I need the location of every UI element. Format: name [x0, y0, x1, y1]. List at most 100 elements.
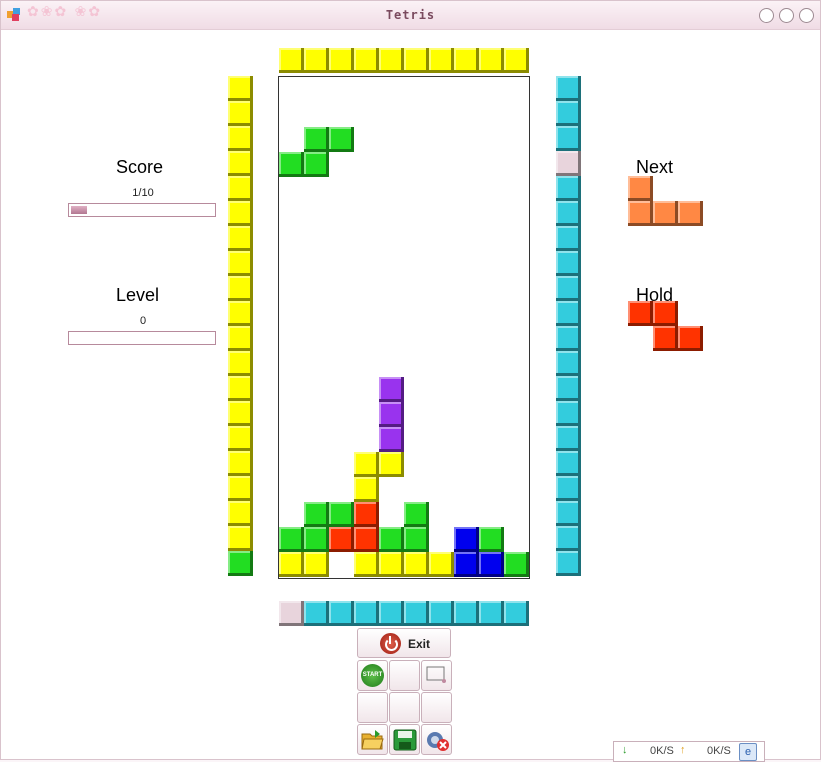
next-piece-block — [628, 176, 653, 201]
next-piece-block — [653, 201, 678, 226]
board-block — [454, 552, 479, 577]
board-block — [279, 527, 304, 552]
frame-block-right — [556, 76, 581, 101]
frame-block-left — [228, 76, 253, 101]
app-icon — [7, 8, 20, 21]
frame-block-right — [556, 201, 581, 226]
network-status-bar: ↓ 0K/S ↑ 0K/S e — [613, 741, 765, 762]
board-block — [379, 452, 404, 477]
browser-icon[interactable]: e — [739, 743, 757, 761]
start-icon: START — [361, 664, 384, 687]
frame-block-right — [556, 351, 581, 376]
empty-slot-button[interactable] — [389, 692, 420, 723]
frame-block-right — [556, 501, 581, 526]
frame-block-left — [228, 401, 253, 426]
minimize-button[interactable] — [759, 8, 774, 23]
title-bar[interactable]: ✿❀✿ ❀✿ Tetris — [1, 1, 820, 30]
hold-piece-block — [653, 326, 678, 351]
board-block — [304, 527, 329, 552]
board-block — [454, 527, 479, 552]
power-icon — [380, 633, 401, 654]
frame-block-top — [429, 48, 454, 73]
frame-block-left — [228, 226, 253, 251]
hold-label: Hold — [636, 285, 674, 305]
board-block — [479, 527, 504, 552]
frame-block-left — [228, 251, 253, 276]
frame-block-bottom — [279, 601, 304, 626]
board-block — [354, 477, 379, 502]
frame-block-left — [228, 101, 253, 126]
score-label: Score — [116, 157, 164, 177]
board-block — [329, 127, 354, 152]
frame-block-top — [329, 48, 354, 73]
frame-block-right — [556, 551, 581, 576]
frame-block-right — [556, 151, 581, 176]
frame-block-left — [228, 151, 253, 176]
frame-block-right — [556, 476, 581, 501]
frame-block-top — [354, 48, 379, 73]
frame-block-bottom — [429, 601, 454, 626]
frame-block-top — [404, 48, 429, 73]
score-progress-bar — [68, 203, 216, 217]
board-block — [304, 502, 329, 527]
window-title: Tetris — [385, 8, 436, 22]
level-label: Level — [116, 285, 160, 305]
frame-block-right — [556, 376, 581, 401]
frame-block-left — [228, 176, 253, 201]
save-button[interactable] — [389, 724, 420, 755]
board-block — [304, 152, 329, 177]
board-block — [304, 552, 329, 577]
open-button[interactable] — [357, 724, 388, 755]
board-block — [354, 552, 379, 577]
empty-slot-button[interactable] — [389, 660, 420, 691]
frame-block-bottom — [379, 601, 404, 626]
frame-block-right — [556, 226, 581, 251]
board-block — [379, 427, 404, 452]
frame-block-left — [228, 301, 253, 326]
board-block — [329, 527, 354, 552]
frame-block-left — [228, 476, 253, 501]
frame-block-left — [228, 201, 253, 226]
frame-block-bottom — [454, 601, 479, 626]
frame-block-left — [228, 551, 253, 576]
folder-icon — [361, 730, 384, 750]
close-button[interactable] — [799, 8, 814, 23]
disconnect-button[interactable] — [421, 724, 452, 755]
frame-block-right — [556, 451, 581, 476]
empty-slot-button[interactable] — [357, 692, 388, 723]
frame-block-left — [228, 276, 253, 301]
board-block — [354, 527, 379, 552]
frame-block-right — [556, 126, 581, 151]
frame-block-bottom — [354, 601, 379, 626]
next-label: Next — [636, 157, 674, 177]
frame-block-left — [228, 376, 253, 401]
score-progress-fill — [71, 206, 87, 214]
frame-block-left — [228, 126, 253, 151]
board-block — [504, 552, 529, 577]
frame-block-right — [556, 526, 581, 551]
hold-piece-block — [653, 301, 678, 326]
frame-block-left — [228, 351, 253, 376]
upload-arrow-icon: ↑ — [680, 744, 686, 756]
board-block — [354, 452, 379, 477]
board-block — [479, 552, 504, 577]
start-button[interactable]: START — [357, 660, 388, 691]
frame-block-top — [379, 48, 404, 73]
board-block — [304, 127, 329, 152]
frame-block-bottom — [329, 601, 354, 626]
selection-icon — [426, 666, 446, 683]
frame-block-left — [228, 501, 253, 526]
score-value: 1/10 — [132, 187, 154, 199]
exit-label: Exit — [408, 637, 431, 651]
game-board[interactable] — [278, 76, 530, 579]
sakura-decoration-icon: ✿❀✿ ❀✿ — [27, 4, 103, 20]
board-block — [279, 552, 304, 577]
maximize-button[interactable] — [779, 8, 794, 23]
screenshot-button[interactable] — [421, 660, 452, 691]
empty-slot-button[interactable] — [421, 692, 452, 723]
upload-speed: 0K/S — [707, 745, 731, 757]
board-block — [404, 527, 429, 552]
board-block — [354, 502, 379, 527]
exit-button[interactable]: Exit — [357, 628, 451, 658]
download-arrow-icon: ↓ — [622, 744, 628, 756]
